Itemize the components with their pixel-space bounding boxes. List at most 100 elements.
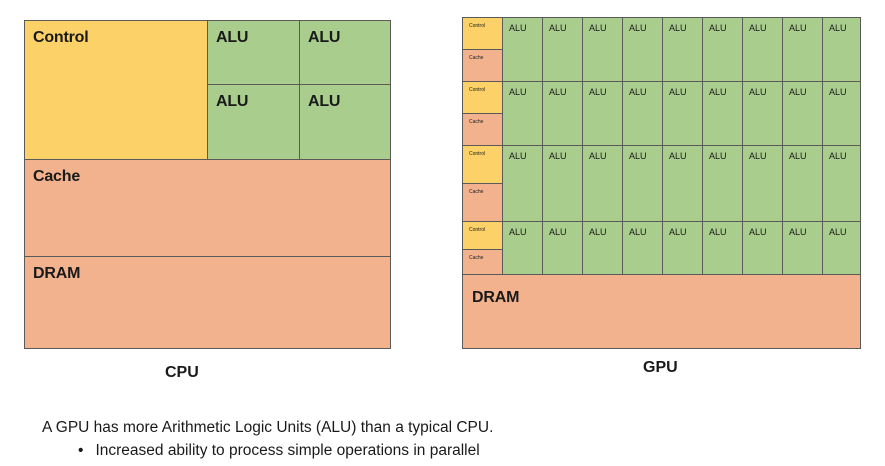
gpu-alu-block: ALU	[502, 81, 543, 146]
gpu-alu-block: ALU	[502, 17, 543, 82]
gpu-alu-label: ALU	[509, 151, 527, 161]
gpu-control-label: Control	[469, 23, 486, 29]
gpu-alu-block: ALU	[702, 145, 743, 222]
gpu-cache-block: Cache	[462, 183, 503, 222]
gpu-alu-label: ALU	[749, 227, 767, 237]
gpu-alu-label: ALU	[549, 23, 567, 33]
gpu-alu-block: ALU	[742, 81, 783, 146]
cpu-control-label: Control	[33, 29, 89, 46]
cpu-dram-label: DRAM	[33, 265, 81, 282]
cpu-alu-label: ALU	[308, 93, 341, 110]
cpu-alu-label: ALU	[216, 29, 249, 46]
gpu-alu-label: ALU	[789, 87, 807, 97]
gpu-alu-label: ALU	[829, 151, 847, 161]
gpu-alu-label: ALU	[589, 23, 607, 33]
gpu-alu-block: ALU	[662, 17, 703, 82]
cpu-alu-block: ALU	[299, 20, 391, 85]
gpu-alu-label: ALU	[549, 87, 567, 97]
cpu-cache-label: Cache	[33, 168, 81, 185]
cpu-cache-block: Cache	[24, 159, 391, 257]
gpu-alu-label: ALU	[669, 23, 687, 33]
gpu-control-label: Control	[469, 87, 486, 93]
gpu-alu-block: ALU	[582, 145, 623, 222]
gpu-alu-label: ALU	[509, 87, 527, 97]
gpu-alu-label: ALU	[589, 151, 607, 161]
statement-text: A GPU has more Arithmetic Logic Units (A…	[42, 419, 494, 436]
cpu-alu-block: ALU	[207, 84, 300, 160]
cpu-caption: CPU	[165, 364, 199, 381]
cpu-dram-block: DRAM	[24, 256, 391, 349]
gpu-alu-block: ALU	[702, 81, 743, 146]
gpu-cache-block: Cache	[462, 113, 503, 146]
gpu-alu-label: ALU	[669, 227, 687, 237]
gpu-alu-label: ALU	[749, 87, 767, 97]
gpu-alu-block: ALU	[742, 145, 783, 222]
gpu-alu-label: ALU	[749, 151, 767, 161]
gpu-alu-label: ALU	[749, 23, 767, 33]
gpu-alu-block: ALU	[782, 17, 823, 82]
gpu-alu-block: ALU	[702, 17, 743, 82]
gpu-alu-block: ALU	[622, 221, 663, 278]
gpu-alu-label: ALU	[509, 23, 527, 33]
gpu-control-label: Control	[469, 151, 486, 157]
gpu-alu-block: ALU	[622, 81, 663, 146]
gpu-alu-block: ALU	[662, 221, 703, 278]
gpu-alu-label: ALU	[549, 151, 567, 161]
gpu-alu-label: ALU	[549, 227, 567, 237]
gpu-alu-block: ALU	[502, 221, 543, 278]
gpu-alu-block: ALU	[582, 81, 623, 146]
cpu-alu-label: ALU	[216, 93, 249, 110]
gpu-control-block: Control	[462, 221, 503, 250]
gpu-alu-block: ALU	[542, 81, 583, 146]
gpu-alu-label: ALU	[789, 23, 807, 33]
gpu-dram-label: DRAM	[472, 289, 520, 306]
gpu-alu-label: ALU	[709, 227, 727, 237]
gpu-control-label: Control	[469, 227, 486, 233]
gpu-alu-block: ALU	[582, 17, 623, 82]
gpu-alu-label: ALU	[629, 227, 647, 237]
gpu-cache-label: Cache	[469, 55, 484, 61]
gpu-alu-block: ALU	[822, 221, 861, 278]
bullet-text: Increased ability to process simple oper…	[95, 442, 480, 459]
gpu-alu-label: ALU	[789, 227, 807, 237]
gpu-alu-block: ALU	[822, 145, 861, 222]
gpu-alu-block: ALU	[542, 145, 583, 222]
gpu-alu-block: ALU	[782, 81, 823, 146]
cpu-control-block: Control	[24, 20, 208, 160]
gpu-alu-label: ALU	[629, 151, 647, 161]
gpu-alu-block: ALU	[822, 17, 861, 82]
gpu-alu-label: ALU	[589, 87, 607, 97]
gpu-alu-block: ALU	[502, 145, 543, 222]
gpu-alu-block: ALU	[542, 221, 583, 278]
gpu-dram-block: DRAM	[462, 274, 861, 349]
gpu-alu-label: ALU	[669, 151, 687, 161]
gpu-control-block: Control	[462, 145, 503, 184]
gpu-alu-label: ALU	[629, 23, 647, 33]
gpu-caption: GPU	[643, 359, 678, 376]
gpu-alu-label: ALU	[789, 151, 807, 161]
gpu-cache-block: Cache	[462, 49, 503, 82]
gpu-alu-label: ALU	[709, 151, 727, 161]
gpu-alu-block: ALU	[702, 221, 743, 278]
gpu-alu-block: ALU	[742, 17, 783, 82]
gpu-cache-label: Cache	[469, 255, 484, 261]
gpu-alu-block: ALU	[622, 145, 663, 222]
gpu-alu-block: ALU	[662, 81, 703, 146]
gpu-alu-block: ALU	[622, 17, 663, 82]
gpu-alu-block: ALU	[782, 145, 823, 222]
cpu-alu-label: ALU	[308, 29, 341, 46]
gpu-alu-block: ALU	[742, 221, 783, 278]
gpu-alu-label: ALU	[509, 227, 527, 237]
cpu-alu-block: ALU	[207, 20, 300, 85]
gpu-alu-label: ALU	[829, 227, 847, 237]
gpu-alu-label: ALU	[709, 23, 727, 33]
gpu-control-block: Control	[462, 17, 503, 50]
gpu-alu-block: ALU	[662, 145, 703, 222]
gpu-alu-label: ALU	[589, 227, 607, 237]
cpu-alu-block: ALU	[299, 84, 391, 160]
gpu-alu-block: ALU	[822, 81, 861, 146]
gpu-alu-block: ALU	[542, 17, 583, 82]
bullet-item: •Increased ability to process simple ope…	[78, 442, 480, 460]
gpu-alu-label: ALU	[829, 87, 847, 97]
gpu-cache-label: Cache	[469, 119, 484, 125]
